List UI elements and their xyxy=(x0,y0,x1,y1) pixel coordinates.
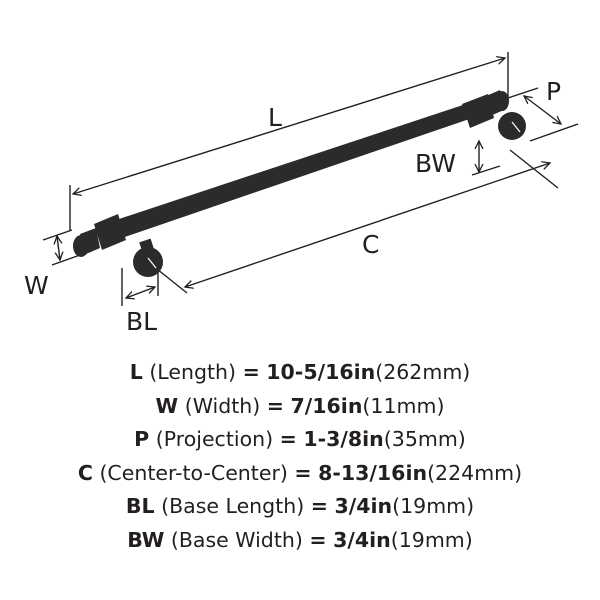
handle-dimension-drawing: L W P C BL BW xyxy=(24,52,579,336)
spec-inch: 3/4in xyxy=(333,527,391,552)
spec-eq: = xyxy=(309,527,327,552)
label-W: W xyxy=(24,271,49,300)
spec-mm: (224mm) xyxy=(427,460,523,485)
spec-eq: = xyxy=(242,360,260,384)
spec-code: W xyxy=(155,393,179,418)
spec-mm: (35mm) xyxy=(383,427,466,451)
spec-code: BW xyxy=(127,527,165,552)
label-L: L xyxy=(268,103,282,132)
spec-projection: P (Projection) = 1-3/8in(35mm) xyxy=(0,423,600,457)
spec-name: (Base Length) xyxy=(161,494,305,518)
width-extension-bottom xyxy=(51,254,81,266)
spec-code: L xyxy=(129,360,143,384)
projection-dimension-line xyxy=(524,96,561,124)
label-BL: BL xyxy=(126,307,157,336)
center-dimension-line xyxy=(185,163,550,287)
label-P: P xyxy=(546,77,561,106)
spec-name: (Base Width) xyxy=(170,527,303,552)
spec-inch: 10-5/16in xyxy=(266,360,376,384)
spec-eq: = xyxy=(294,460,312,485)
spec-mm: (19mm) xyxy=(390,527,473,552)
spec-name: (Length) xyxy=(149,360,237,384)
spec-name: (Width) xyxy=(184,393,261,418)
spec-mm: (262mm) xyxy=(375,360,471,384)
left-collar xyxy=(94,214,126,250)
spec-code: BL xyxy=(125,494,155,518)
length-dimension-line xyxy=(73,58,505,194)
label-BW: BW xyxy=(415,149,456,178)
base-length-dimension-line xyxy=(126,287,155,298)
cabinet-pull-handle xyxy=(73,90,526,277)
spec-base-length: BL (Base Length) = 3/4in(19mm) xyxy=(0,490,600,524)
spec-length: L (Length) = 10-5/16in(262mm) xyxy=(0,356,600,390)
label-C: C xyxy=(362,230,379,259)
spec-eq: = xyxy=(279,427,297,451)
projection-extension-bottom xyxy=(529,123,579,142)
spec-inch: 1-3/8in xyxy=(303,427,384,451)
spec-code: C xyxy=(77,460,93,485)
spec-eq: = xyxy=(310,494,328,518)
width-dimension-line xyxy=(57,236,60,260)
spec-center-to-center: C (Center-to-Center) = 8-13/16in(224mm) xyxy=(0,457,600,491)
spec-width: W (Width) = 7/16in(11mm) xyxy=(0,390,600,424)
spec-name: (Center-to-Center) xyxy=(99,460,288,485)
right-collar xyxy=(462,94,494,128)
base-width-extension xyxy=(471,165,501,176)
spec-code: P xyxy=(134,427,150,451)
right-base-disc xyxy=(498,112,526,140)
spec-mm: (19mm) xyxy=(392,494,475,518)
spec-inch: 7/16in xyxy=(290,393,363,418)
spec-inch: 8-13/16in xyxy=(318,460,428,485)
spec-mm: (11mm) xyxy=(362,393,445,418)
projection-extension-top xyxy=(507,87,539,99)
spec-eq: = xyxy=(266,393,284,418)
spec-name: (Projection) xyxy=(155,427,274,451)
dimension-specs-list: L (Length) = 10-5/16in(262mm) W (Width) … xyxy=(0,356,600,557)
spec-inch: 3/4in xyxy=(334,494,393,518)
spec-base-width: BW (Base Width) = 3/4in(19mm) xyxy=(0,524,600,558)
